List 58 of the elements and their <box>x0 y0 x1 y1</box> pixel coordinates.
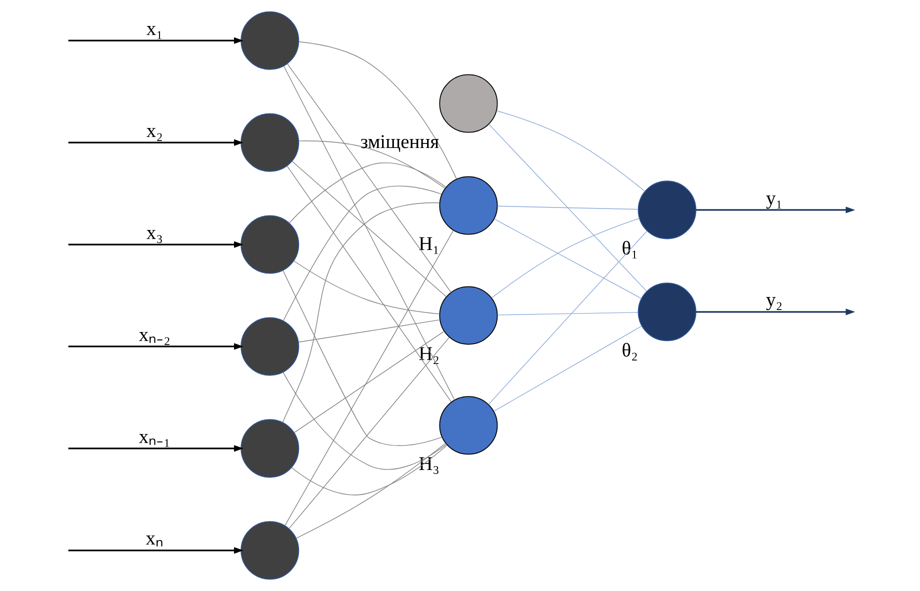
edge-label: xₙ <box>145 528 163 550</box>
node-label: θ₁ <box>621 238 638 260</box>
arrow <box>68 547 243 554</box>
arrow <box>68 241 243 248</box>
node-circle <box>240 521 299 580</box>
connector <box>282 66 454 400</box>
edge-label: xₙ₋₂ <box>138 324 170 346</box>
node-circle <box>637 180 696 240</box>
node-circle <box>240 215 299 274</box>
connector <box>288 337 450 530</box>
connector <box>288 162 446 224</box>
node-label: зміщення <box>360 132 439 153</box>
node-circle <box>438 176 498 235</box>
arrow <box>68 343 243 350</box>
connector <box>493 326 642 412</box>
node-circle <box>438 286 498 345</box>
edge-label: x₃ <box>146 222 162 244</box>
edge-label: y₁ <box>766 188 782 210</box>
connector <box>496 206 638 210</box>
arrow <box>68 37 243 44</box>
connector <box>282 202 440 423</box>
connector <box>298 41 456 180</box>
node-label: H₃ <box>418 454 439 475</box>
node-circle <box>438 396 498 455</box>
connector <box>488 124 647 292</box>
connector <box>295 442 446 539</box>
connector <box>286 166 452 402</box>
connector <box>293 330 444 433</box>
arrow <box>68 139 243 146</box>
edge-label: y₂ <box>766 290 782 312</box>
connector <box>298 319 440 342</box>
edge-label: x₁ <box>146 18 162 40</box>
connector <box>292 260 440 314</box>
connector <box>496 312 638 316</box>
node-circle <box>438 74 498 133</box>
connector <box>282 372 446 470</box>
node-circle <box>240 113 299 172</box>
connector <box>290 444 447 496</box>
arrow <box>696 206 855 214</box>
edge-label: xₙ₋₁ <box>138 426 170 448</box>
connector <box>284 230 454 526</box>
arrow <box>696 308 855 316</box>
connector <box>488 230 647 405</box>
node-label: θ₂ <box>621 340 638 362</box>
connector <box>496 110 645 192</box>
connector <box>282 186 442 322</box>
node-label: H₂ <box>418 344 439 365</box>
node-circle <box>240 317 299 376</box>
arrow <box>68 445 243 452</box>
node-circle <box>240 419 299 478</box>
node-circle <box>240 11 299 70</box>
node-circle <box>637 282 696 342</box>
edge-label: x₂ <box>146 120 162 142</box>
connector <box>298 140 445 189</box>
connector <box>282 270 442 446</box>
connector <box>286 63 451 293</box>
node-label: H₁ <box>418 234 439 255</box>
connector <box>291 161 446 297</box>
